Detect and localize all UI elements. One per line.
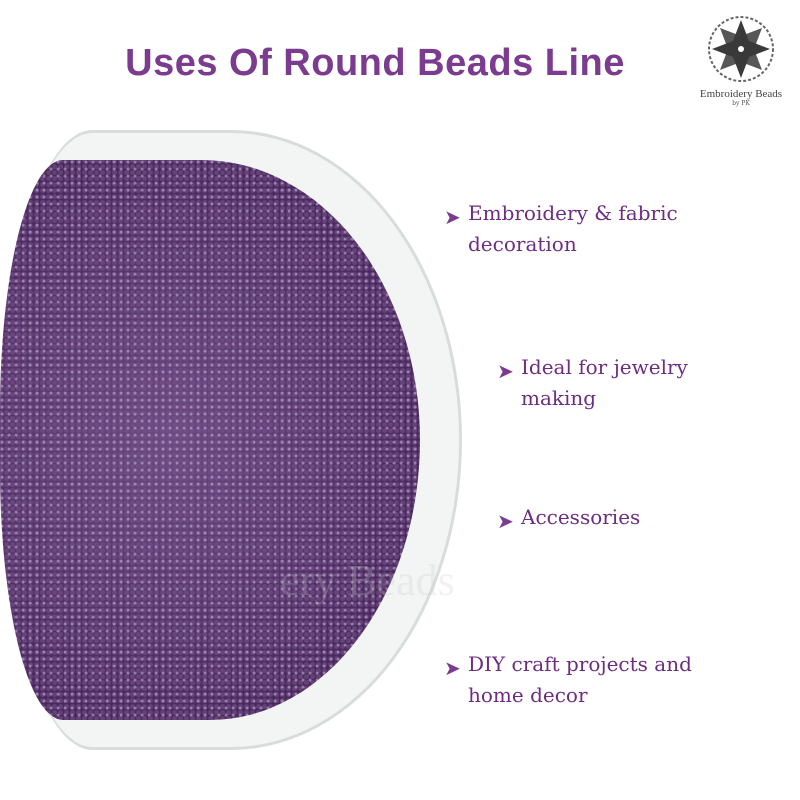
use-text: decoration: [468, 232, 577, 256]
arrow-bullet-icon: ➤: [497, 359, 514, 383]
logo-by: by PK: [732, 100, 750, 107]
logo-name: Embroidery Beads: [699, 88, 783, 100]
purple-beads-image: [0, 160, 420, 720]
use-item: ➤ Embroidery & fabric decoration: [444, 198, 678, 260]
watermark: ery Beads: [280, 556, 455, 605]
arrow-bullet-icon: ➤: [497, 509, 514, 533]
brand-logo: Embroidery Beads by PK: [696, 14, 786, 107]
use-text: Accessories: [521, 505, 641, 529]
star-logo-icon: [708, 16, 774, 82]
use-text: Ideal for jewelry: [521, 355, 688, 379]
arrow-bullet-icon: ➤: [444, 205, 461, 229]
page-title: Uses Of Round Beads Line: [125, 42, 625, 84]
use-item: ➤ Accessories: [497, 502, 641, 533]
use-text: making: [521, 386, 597, 410]
use-text: home decor: [468, 683, 588, 707]
use-text: DIY craft projects and: [468, 652, 692, 676]
arrow-bullet-icon: ➤: [444, 656, 461, 680]
use-text: Embroidery & fabric: [468, 201, 678, 225]
use-item: ➤ DIY craft projects and home decor: [444, 649, 692, 711]
use-item: ➤ Ideal for jewelry making: [497, 352, 688, 414]
